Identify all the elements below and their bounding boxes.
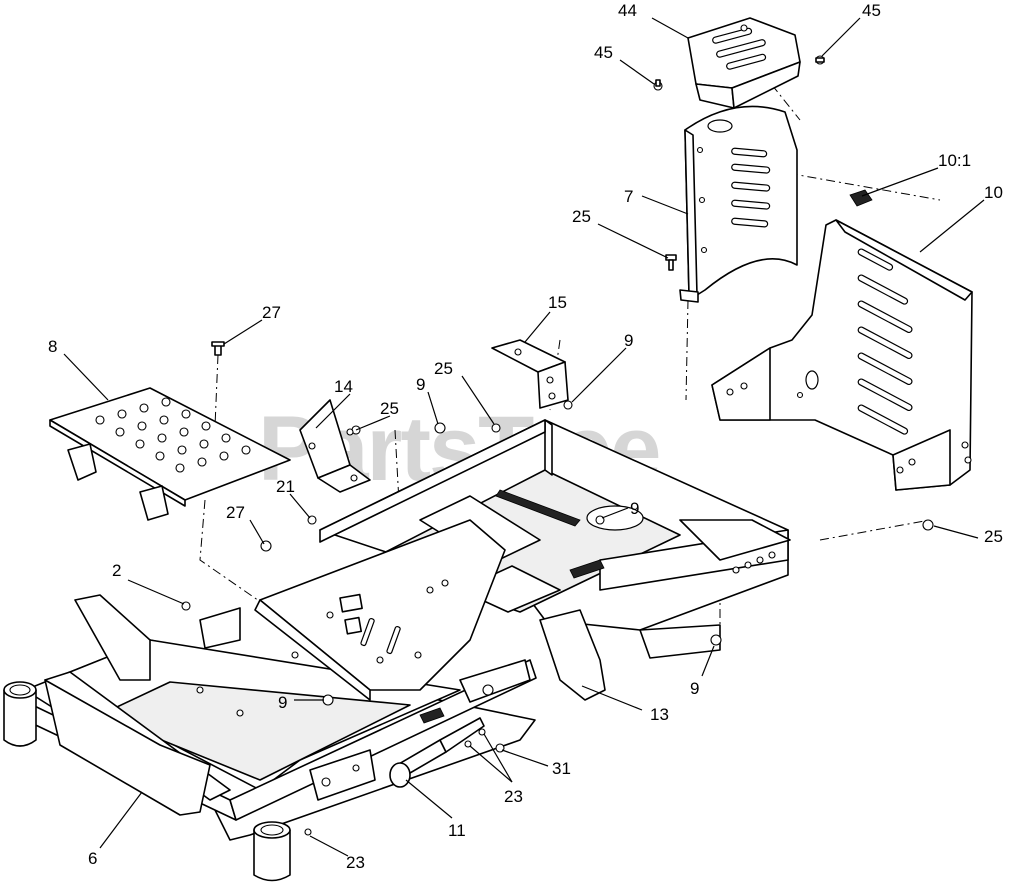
small-fasteners [181, 422, 934, 836]
callout-23: 23 [346, 853, 365, 872]
part-14-bracket [299, 399, 371, 493]
callout-9: 9 [624, 331, 633, 350]
fasteners-top [653, 55, 825, 271]
callout-8: 8 [48, 337, 57, 356]
main-frame [21, 419, 791, 841]
callout-7: 7 [624, 187, 633, 206]
callout-13: 13 [650, 705, 669, 724]
part-8-floor-plate [49, 341, 291, 521]
callout-9: 9 [690, 679, 699, 698]
part-10-seat-bracket [711, 219, 973, 491]
callout-14: 14 [334, 377, 353, 396]
callout-25: 25 [572, 207, 591, 226]
part-7-shield [679, 105, 798, 303]
callout-9: 9 [630, 499, 639, 518]
part-15-bracket [491, 339, 573, 410]
callout-15: 15 [548, 293, 567, 312]
callout-23: 23 [504, 787, 523, 806]
callout-10-1: 10:1 [938, 151, 971, 170]
part-11-handle [389, 717, 485, 788]
callout-9: 9 [416, 375, 425, 394]
callout-2: 2 [112, 561, 121, 580]
callout-11: 11 [448, 821, 466, 840]
part-6-front-tubes [3, 681, 291, 882]
callout-44: 44 [618, 1, 637, 20]
callout-45: 45 [862, 1, 881, 20]
callout-21: 21 [276, 477, 295, 496]
callout-27: 27 [262, 303, 281, 322]
leader-lines [63, 17, 985, 857]
callout-31: 31 [552, 759, 571, 778]
part-44-cover [687, 17, 801, 109]
callout-9: 9 [278, 693, 287, 712]
callout-25: 25 [434, 359, 453, 378]
floor-plate-holes [95, 397, 251, 473]
callout-10: 10 [984, 183, 1003, 202]
callout-6: 6 [88, 849, 97, 868]
callout-27: 27 [226, 503, 245, 522]
callout-labels: 44 45 45 7 25 10:1 10 27 8 15 9 14 25 9 … [48, 1, 1003, 872]
callout-45: 45 [594, 43, 613, 62]
callout-25: 25 [984, 527, 1003, 546]
part-10-1-decal [849, 189, 873, 207]
callout-25: 25 [380, 399, 399, 418]
